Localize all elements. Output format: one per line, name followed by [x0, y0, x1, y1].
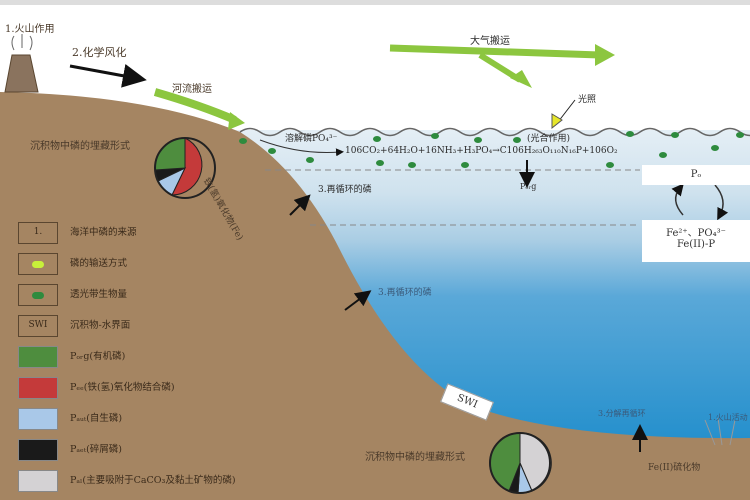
- cycle-arrow-up: [671, 183, 684, 216]
- legend-swatch: [18, 253, 58, 275]
- box-p-top: Pₒ: [642, 165, 750, 185]
- burial-pie-2: [489, 432, 552, 494]
- label-burial-1: 沉积物中磷的埋藏形式: [30, 141, 130, 152]
- land: [0, 92, 750, 500]
- legend-label: 透光带生物量: [70, 289, 128, 300]
- label-river: 河流搬运: [172, 84, 212, 95]
- legend-swatch: [18, 408, 58, 430]
- vent-icon: [704, 417, 736, 446]
- label-volcanic-2: 1.火山活动: [708, 413, 748, 422]
- label-p-org: Pₒᵣg: [520, 182, 537, 191]
- label-recycle-2: 3.再循环的磷: [378, 288, 432, 298]
- label-burial-2: 沉积物中磷的埋藏形式: [365, 452, 465, 463]
- weathering-arrow: [69, 64, 147, 88]
- legend-label: 磷的输送方式: [70, 258, 128, 269]
- legend-swatch: [18, 284, 58, 306]
- river-arrow: [153, 88, 237, 124]
- legend-swatch: [18, 377, 58, 399]
- legend-label: 海洋中磷的来源: [70, 227, 137, 238]
- legend-swatch: 1.: [18, 222, 58, 244]
- plankton-icons: [239, 131, 744, 168]
- label-decomp: 3.分解再循环: [598, 409, 646, 418]
- legend-label: Pₑₑ(铁(氢)氧化物结合磷): [70, 382, 175, 393]
- legend-label: 沉积物-水界面: [70, 320, 131, 331]
- volcano-icon: [4, 54, 39, 93]
- plankton-icon: [32, 292, 44, 299]
- legend-swatch: [18, 346, 58, 368]
- green-arrow-icon: [32, 261, 44, 268]
- atmosphere-arrow: [389, 44, 601, 59]
- legend-swatch: [18, 470, 58, 492]
- burial-pie-1: [154, 137, 216, 199]
- top-band: [0, 0, 750, 5]
- label-light: 光照: [578, 95, 597, 105]
- legend-label: Pₐᵤₜ(自生磷): [70, 413, 123, 424]
- legend-label: Pₐₗ(主要吸附于CaCO₃及黏土矿物的磷): [70, 475, 236, 486]
- legend-swatch: SWI: [18, 315, 58, 337]
- light-arrow-icon: [551, 113, 563, 130]
- label-photosynthesis: (光合作用): [527, 134, 571, 144]
- equation: 106CO₂+64H₂O+16NH₃+H₃PO₄→C106H₂₆₃O₁₁₀N₁₆…: [345, 146, 618, 156]
- legend-label: Pₐₑₜ(碎屑磷): [70, 444, 122, 455]
- box-fe-p: Fe²⁺、PO₄³⁻ Fe(II)-P: [642, 220, 750, 262]
- atmosphere-branch-arrowhead: [510, 70, 532, 88]
- label-fe-sulfide: Fe(II)硫化物: [648, 463, 701, 473]
- smoke-icon: [11, 34, 33, 51]
- label-atmosphere: 大气搬运: [470, 36, 510, 47]
- legend-label: Pₒᵣg(有机磷): [70, 351, 126, 362]
- label-dissolved-p: 溶解磷PO₄³⁻: [285, 134, 338, 144]
- label-volcano: 1.火山作用: [5, 24, 55, 35]
- legend-swatch: [18, 439, 58, 461]
- river-arrowhead: [228, 112, 245, 130]
- label-recycle-1: 3.再循环的磷: [318, 185, 372, 195]
- label-weathering: 2.化学风化: [72, 46, 127, 59]
- box-fe-line-2: Fe(II)-P: [676, 239, 716, 250]
- recycle-arrow-1: [289, 194, 311, 216]
- light-line: [557, 99, 576, 123]
- box-fe-line-1: Fe²⁺、PO₄³⁻: [666, 228, 726, 239]
- recycle-arrow-2: [344, 290, 372, 311]
- atmosphere-arrowhead: [595, 44, 615, 66]
- cycle-arrow-down: [714, 184, 729, 221]
- dissolved-arrow: [259, 139, 344, 157]
